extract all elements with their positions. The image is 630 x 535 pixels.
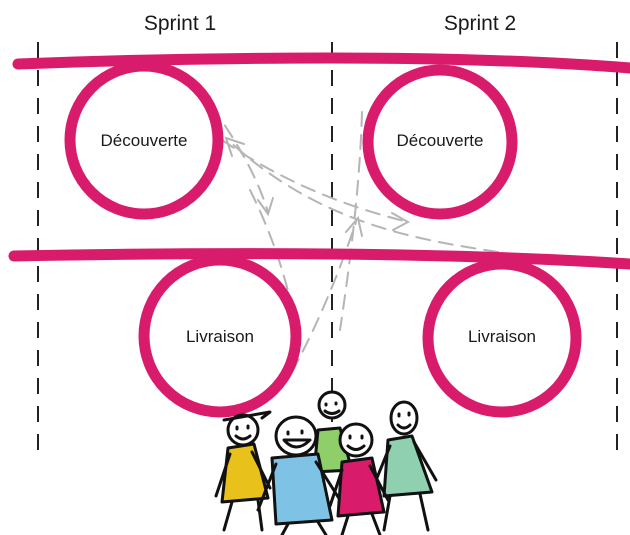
arrowhead-2 xyxy=(391,212,411,231)
arrowhead-1 xyxy=(257,197,274,217)
delivery-loop-sprint-1 xyxy=(138,254,302,418)
sprint-2-label: Sprint 2 xyxy=(443,12,517,35)
team-member-teal xyxy=(370,400,438,532)
arrowhead-4 xyxy=(345,215,363,237)
arrow-delivery1-to-discovery2 xyxy=(291,221,357,373)
arrow-discovery1-down xyxy=(249,189,297,331)
delivery-label-sprint-1: Livraison xyxy=(186,327,254,346)
arrowhead-3 xyxy=(224,136,245,157)
sprint-1-label: Sprint 1 xyxy=(143,12,217,35)
team-illustration xyxy=(214,390,438,535)
discovery-label-sprint-1: Découverte xyxy=(101,131,188,150)
discovery-label-sprint-2: Découverte xyxy=(397,131,484,150)
flow-arrows xyxy=(197,87,499,373)
delivery-track xyxy=(8,248,630,418)
team-member-blue xyxy=(256,415,342,535)
team-member-yellow xyxy=(214,410,272,532)
team-member-magenta xyxy=(328,422,390,535)
discovery-track xyxy=(12,52,630,220)
discovery-line xyxy=(12,52,630,74)
sprint-dividers xyxy=(37,42,618,450)
delivery-label-sprint-2: Livraison xyxy=(468,327,536,346)
discovery-loop-sprint-2 xyxy=(362,64,518,220)
arrow-discovery2-down xyxy=(339,111,363,331)
delivery-loop-sprint-2 xyxy=(422,258,582,418)
arrow-delivery-feedback xyxy=(227,139,499,253)
discovery-loop-sprint-1 xyxy=(64,60,224,220)
delivery-line xyxy=(8,248,630,270)
